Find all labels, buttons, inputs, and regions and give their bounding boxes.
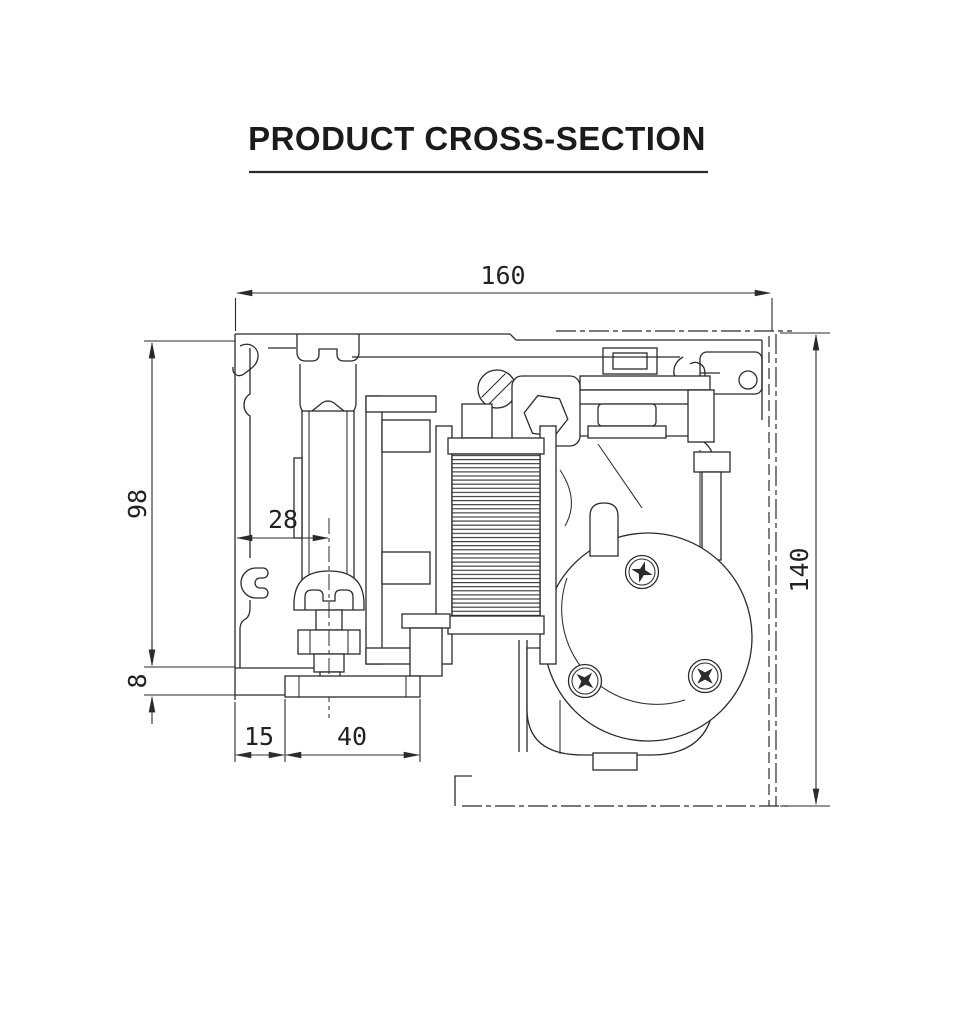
mounting-base-plate [284, 675, 421, 698]
phillips-screw [567, 663, 603, 699]
motor-end-cap [543, 502, 753, 771]
hex-bolt-assembly [477, 369, 581, 447]
dimension-overall-width: 160 [234, 261, 773, 331]
bracket-column [409, 627, 443, 677]
dimension-label: 140 [785, 547, 814, 592]
dimension-foot-offset: 15 [234, 699, 286, 762]
bottom-corner-bracket [454, 775, 472, 806]
dimension-label: 15 [244, 722, 274, 751]
side-bolt-head [693, 451, 731, 473]
dimension-profile-height: 98 [123, 340, 235, 668]
phillips-screw [687, 658, 723, 694]
dimension-label: 8 [123, 673, 152, 688]
roller-wheel [301, 410, 355, 587]
dimension-base-plate-width: 40 [284, 699, 421, 762]
dimension-roller-center-offset: 28 [235, 505, 330, 542]
slotted-adjuster-disc [477, 369, 517, 409]
motor-mount-bracket [559, 375, 715, 443]
dimension-label: 28 [268, 505, 298, 534]
dimension-label: 160 [480, 261, 525, 290]
dimension-label: 40 [337, 722, 367, 751]
mounting-bracket-plate [365, 395, 451, 677]
phantom-outline [454, 334, 792, 807]
roller-assembly [293, 364, 365, 718]
title-block: PRODUCT CROSS-SECTION [248, 120, 708, 174]
side-bolt-shaft [701, 471, 722, 561]
page-title: PRODUCT CROSS-SECTION [248, 120, 706, 157]
phillips-screw [624, 554, 660, 590]
motor-foot [592, 752, 638, 771]
guide-rail-cap [293, 570, 365, 611]
terminal-cylinder [589, 502, 619, 557]
dimension-label: 98 [123, 489, 152, 519]
pulley-teeth [451, 453, 541, 617]
dimension-overall-height: 140 [780, 332, 830, 807]
toothed-belt-pulley [435, 403, 557, 665]
dimension-base-step: 8 [123, 638, 285, 724]
